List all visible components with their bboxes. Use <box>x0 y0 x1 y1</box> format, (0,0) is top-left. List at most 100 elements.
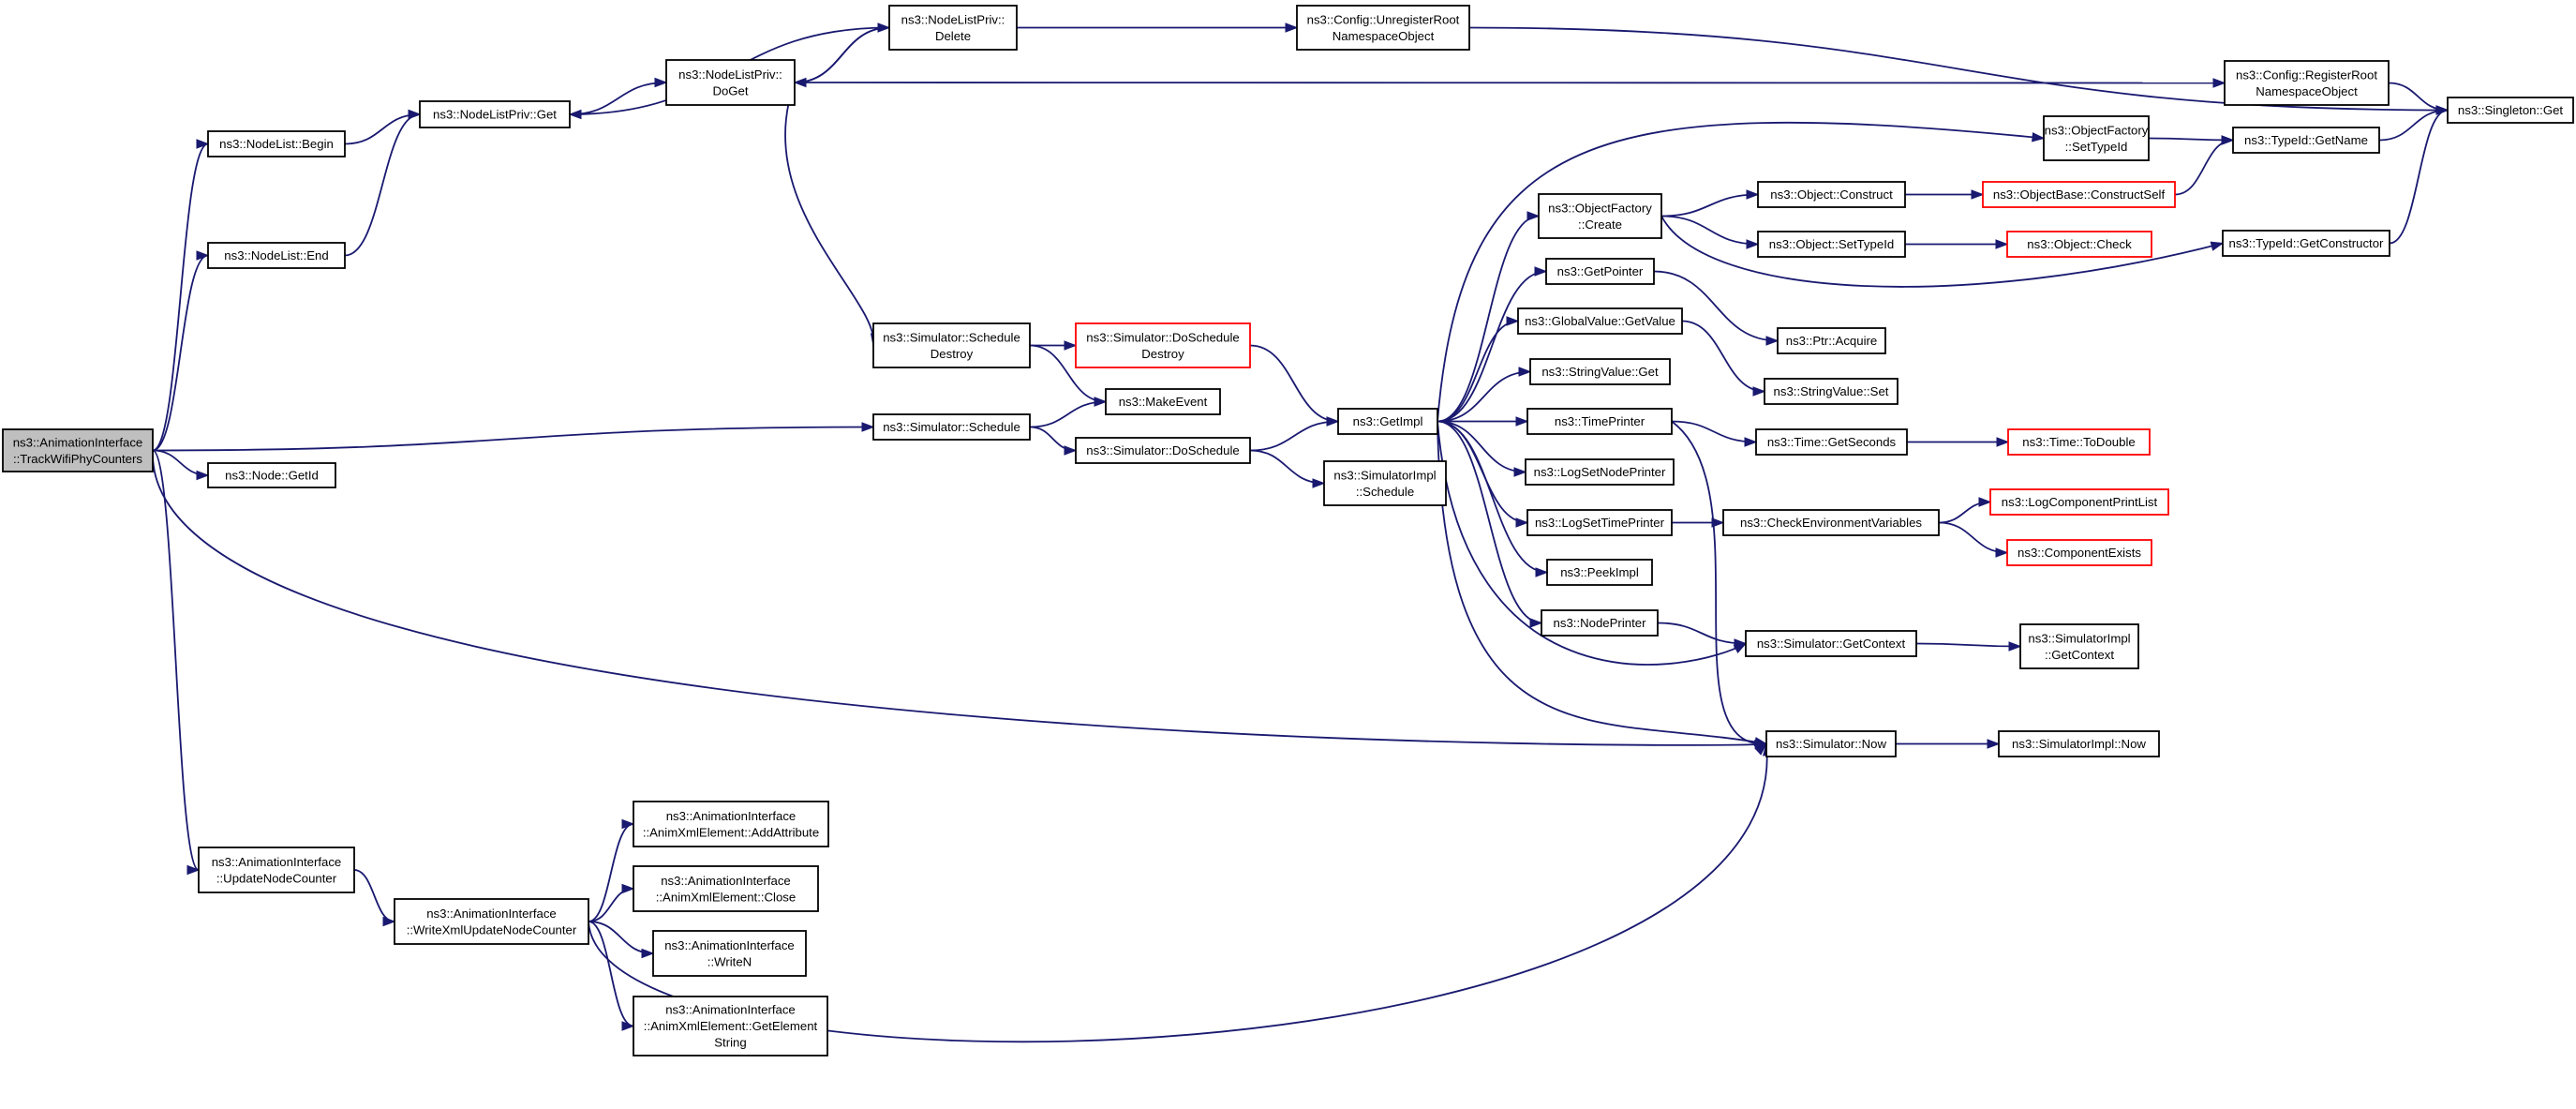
arrowhead-of_create-to-typeid_getctor <box>2210 241 2225 251</box>
arrowhead-write_xml-to-anim_writen <box>641 948 655 959</box>
edge-upd_counter-to-write_xml <box>353 869 395 922</box>
node-sim-getctx[interactable]: ns3::Simulator::GetContext <box>1745 630 1917 657</box>
node-box <box>1757 181 1906 208</box>
node-time-getsec[interactable]: ns3::Time::GetSeconds <box>1755 428 1908 456</box>
node-anim-addattr[interactable]: ns3::AnimationInterface::AnimXmlElement:… <box>633 801 829 847</box>
node-write-xml[interactable]: ns3::AnimationInterface::WriteXmlUpdateN… <box>394 898 589 945</box>
node-get-pointer[interactable]: ns3::GetPointer <box>1545 258 1655 285</box>
node-peek-impl[interactable]: ns3::PeekImpl <box>1546 559 1653 586</box>
node-track[interactable]: ns3::AnimationInterface::TrackWifiPhyCou… <box>2 428 154 472</box>
node-log-comp-print[interactable]: ns3::LogComponentPrintList <box>1989 488 2169 516</box>
node-ob-construct[interactable]: ns3::ObjectBase::ConstructSelf <box>1982 181 2176 208</box>
node-label-line: ns3::NodeListPriv::Get <box>433 108 557 122</box>
node-node-printer[interactable]: ns3::NodePrinter <box>1541 609 1659 637</box>
node-label-line: ns3::Simulator::Now <box>1776 737 1886 751</box>
node-typeid-getctor[interactable]: ns3::TypeId::GetConstructor <box>2222 230 2390 257</box>
node-box <box>1982 181 2176 208</box>
node-sim-now[interactable]: ns3::Simulator::Now <box>1765 730 1897 757</box>
node-simimpl-getctx[interactable]: ns3::SimulatorImpl::GetContext <box>2019 623 2139 669</box>
node-box <box>1526 509 1673 536</box>
node-label-line: ns3::LogSetTimePrinter <box>1535 516 1665 530</box>
node-nlp-get[interactable]: ns3::NodeListPriv::Get <box>419 100 571 128</box>
node-box <box>2006 231 2152 258</box>
node-of-settypeid[interactable]: ns3::ObjectFactory::SetTypeId <box>2043 115 2150 161</box>
node-sim-schedule[interactable]: ns3::Simulator::Schedule <box>872 413 1031 441</box>
node-upd-counter[interactable]: ns3::AnimationInterface::UpdateNodeCount… <box>198 847 355 893</box>
node-get-impl[interactable]: ns3::GetImpl <box>1337 408 1438 435</box>
arrowhead-nlp_get-to-nlp_doget <box>654 77 668 88</box>
node-simimpl-sched[interactable]: ns3::SimulatorImpl::Schedule <box>1323 460 1447 506</box>
node-nlp-delete[interactable]: ns3::NodeListPriv::Delete <box>888 5 1018 51</box>
node-obj-construct[interactable]: ns3::Object::Construct <box>1757 181 1906 208</box>
node-singleton-get[interactable]: ns3::Singleton::Get <box>2447 97 2574 124</box>
node-check-env[interactable]: ns3::CheckEnvironmentVariables <box>1722 509 1940 536</box>
edge-sim_dosched-to-simimpl_sched <box>1249 449 1325 485</box>
node-make-event[interactable]: ns3::MakeEvent <box>1105 388 1221 415</box>
arrowhead-get_impl-to-node_printer <box>1529 618 1543 628</box>
node-box <box>888 5 1018 51</box>
node-label-line: ns3::AnimationInterface <box>665 1003 796 1017</box>
node-sv-get[interactable]: ns3::StringValue::Get <box>1529 358 1671 385</box>
edge-of_create-to-typeid_getctor <box>1660 216 2224 288</box>
node-label-line: ns3::NodeListPriv:: <box>901 12 1005 26</box>
edge-of_settypeid-to-typeid_getname <box>2148 137 2234 142</box>
node-time-printer[interactable]: ns3::TimePrinter <box>1526 408 1673 435</box>
node-label-line: ns3::Simulator::GetContext <box>1757 637 1906 651</box>
node-label-line: ns3::AnimationInterface <box>666 809 797 823</box>
node-anim-getelem[interactable]: ns3::AnimationInterface::AnimXmlElement:… <box>633 996 828 1057</box>
edge-get_impl-to-node_printer <box>1437 420 1542 624</box>
node-box <box>1075 437 1251 464</box>
node-label-line: ns3::Simulator::DoSchedule <box>1086 330 1239 344</box>
edge-track-to-sim_schedule <box>152 426 874 452</box>
node-ptr-acquire[interactable]: ns3::Ptr::Acquire <box>1777 327 1886 354</box>
node-anim-close[interactable]: ns3::AnimationInterface::AnimXmlElement:… <box>633 865 819 912</box>
node-label-line: ns3::Object::Check <box>2027 237 2132 251</box>
arrowhead-get_impl-to-time_printer <box>1515 416 1529 427</box>
edge-sim_dosched_destroy-to-get_impl <box>1249 344 1339 423</box>
edge-typeid_getctor-to-singleton_get <box>2389 109 2449 245</box>
node-box <box>1337 408 1438 435</box>
node-cfg-unreg[interactable]: ns3::Config::UnregisterRootNamespaceObje… <box>1296 5 1470 51</box>
node-label-line: ::UpdateNodeCounter <box>216 871 337 885</box>
arrowhead-get_impl-to-sv_get <box>1518 367 1532 377</box>
node-typeid-getname[interactable]: ns3::TypeId::GetName <box>2232 127 2380 154</box>
node-box <box>1517 307 1683 335</box>
node-of-create[interactable]: ns3::ObjectFactory::Create <box>1538 193 1662 239</box>
node-sim-dosched[interactable]: ns3::Simulator::DoSchedule <box>1075 437 1251 464</box>
node-gv-getvalue[interactable]: ns3::GlobalValue::GetValue <box>1517 307 1683 335</box>
edge-typeid_getname-to-singleton_get <box>2378 109 2449 142</box>
node-comp-exists[interactable]: ns3::ComponentExists <box>2006 539 2152 566</box>
node-log-node-printer[interactable]: ns3::LogSetNodePrinter <box>1525 458 1675 486</box>
edge-get_impl-to-log_node_printer <box>1437 420 1526 473</box>
node-time-todouble[interactable]: ns3::Time::ToDouble <box>2007 428 2151 456</box>
node-label-line: Destroy <box>931 347 974 361</box>
node-obj-settypeid[interactable]: ns3::Object::SetTypeId <box>1757 231 1906 258</box>
node-box <box>1296 5 1470 51</box>
node-label-line: ns3::Object::SetTypeId <box>1769 237 1894 251</box>
arrowhead-track-to-node_getid <box>196 470 210 481</box>
node-label-line: ns3::NodeList::Begin <box>219 137 334 151</box>
node-nl-end[interactable]: ns3::NodeList::End <box>207 242 346 269</box>
node-node-getid[interactable]: ns3::Node::GetId <box>207 462 336 488</box>
node-sv-set[interactable]: ns3::StringValue::Set <box>1764 378 1898 405</box>
edge-get_impl-to-get_pointer <box>1437 270 1547 423</box>
node-nlp-doget[interactable]: ns3::NodeListPriv::DoGet <box>665 59 796 106</box>
node-box <box>1998 730 2160 757</box>
node-box <box>633 801 829 847</box>
arrowhead-nl_end-to-nlp_get <box>408 109 422 120</box>
edge-ob_construct-to-typeid_getname <box>2174 139 2234 196</box>
node-obj-check[interactable]: ns3::Object::Check <box>2006 231 2152 258</box>
call-graph-nodes: ns3::AnimationInterface::TrackWifiPhyCou… <box>2 5 2574 1057</box>
node-label-line: ::AnimXmlElement::Close <box>656 890 797 904</box>
node-box <box>633 865 819 912</box>
arrowhead-get_impl-to-log_node_printer <box>1513 467 1527 477</box>
node-nl-begin[interactable]: ns3::NodeList::Begin <box>207 130 346 157</box>
node-anim-writen[interactable]: ns3::AnimationInterface::WriteN <box>652 930 807 977</box>
edge-cfg_reg-to-singleton_get <box>2388 82 2449 112</box>
node-log-time-printer[interactable]: ns3::LogSetTimePrinter <box>1526 509 1673 536</box>
node-label-line: ns3::TimePrinter <box>1555 414 1645 428</box>
node-simimpl-now[interactable]: ns3::SimulatorImpl::Now <box>1998 730 2160 757</box>
